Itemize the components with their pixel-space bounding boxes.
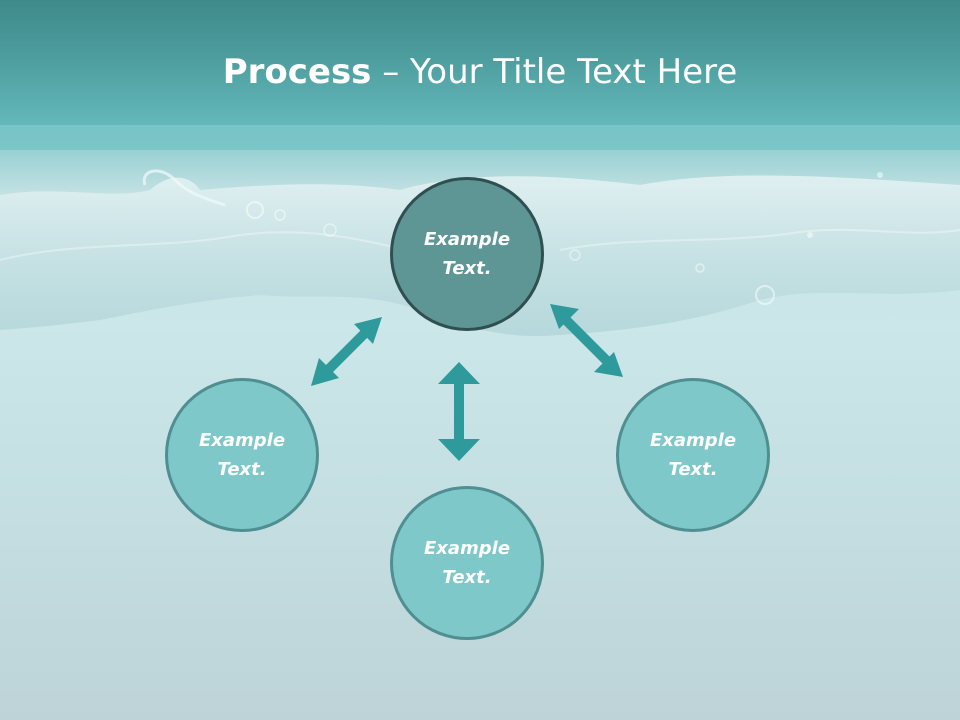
node-left: Example Text. [165,378,319,532]
node-right-label: Example Text. [649,430,737,480]
title-rest: – Your Title Text Here [371,52,738,92]
double-arrow-center [438,362,480,461]
slide-title: Process – Your Title Text Here [0,52,960,92]
node-left-label: Example Text. [198,430,286,480]
double-arrow-right [550,304,623,377]
title-bold: Process [222,52,372,92]
node-bottom: Example Text. [390,486,544,640]
node-top: Example Text. [390,177,544,331]
node-top-label: Example Text. [423,229,511,279]
node-right: Example Text. [616,378,770,532]
node-bottom-label: Example Text. [423,538,511,588]
double-arrow-left [311,317,382,386]
